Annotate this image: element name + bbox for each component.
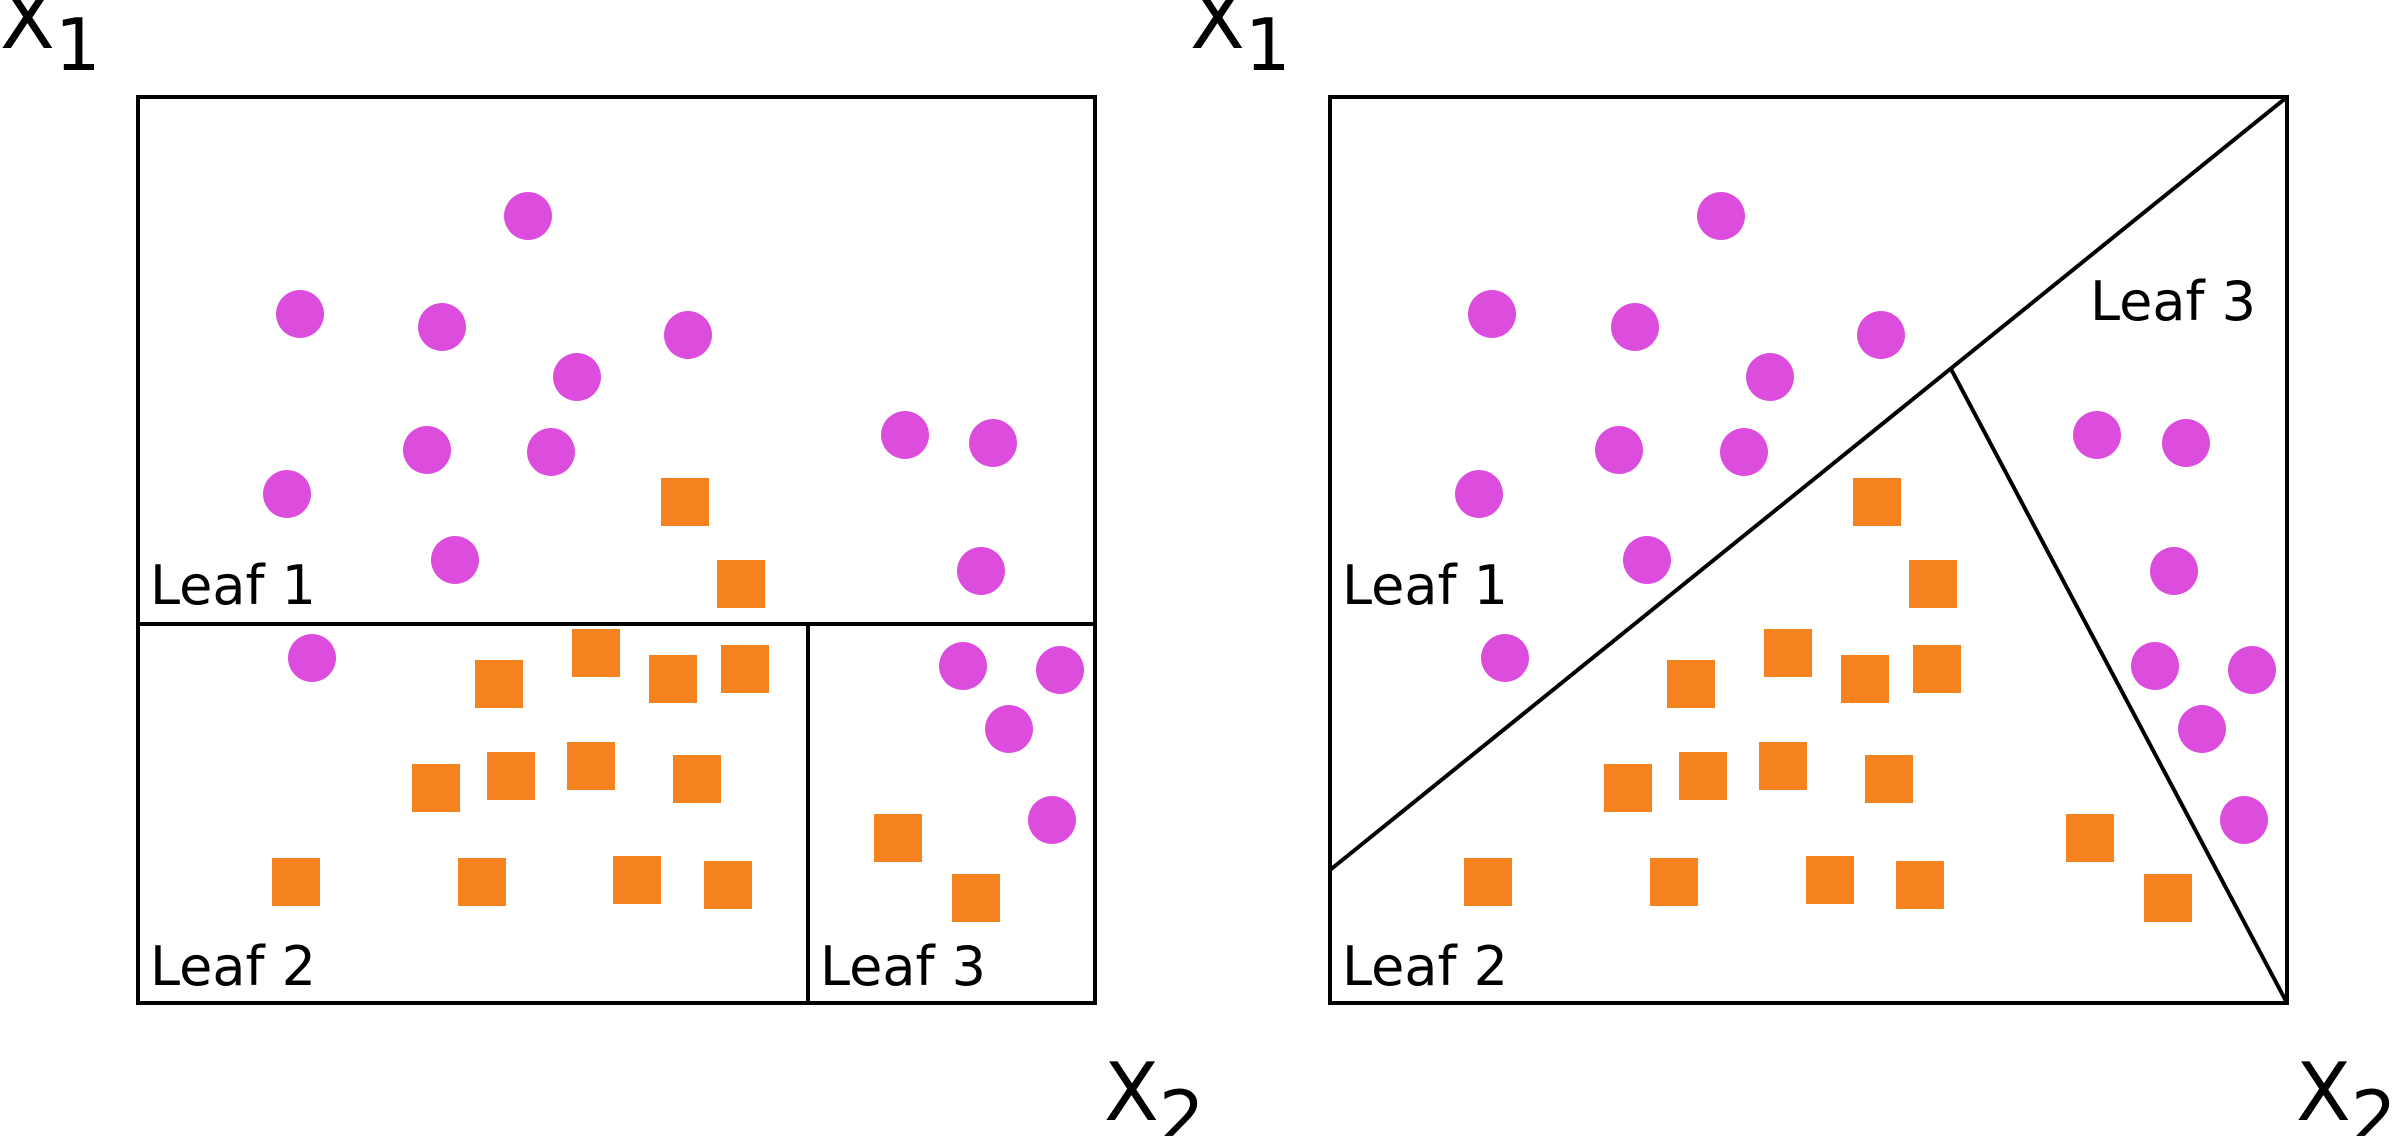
square-marker — [475, 660, 523, 708]
circle-marker — [939, 642, 987, 690]
square-marker — [1896, 861, 1944, 909]
circle-marker — [2220, 796, 2268, 844]
circle-marker — [1468, 290, 1516, 338]
square-marker — [1909, 560, 1957, 608]
square-marker — [458, 858, 506, 906]
circle-marker — [553, 353, 601, 401]
circle-marker — [1455, 470, 1503, 518]
circle-marker — [276, 290, 324, 338]
left-leaf-1-label: Leaf 1 — [150, 554, 316, 617]
circle-marker — [1595, 426, 1643, 474]
square-marker — [1853, 478, 1901, 526]
circle-marker — [2131, 642, 2179, 690]
right-leaf-3-label: Leaf 3 — [2090, 270, 2256, 333]
circle-marker — [985, 705, 1033, 753]
square-marker — [673, 755, 721, 803]
circle-marker — [1720, 428, 1768, 476]
circle-marker — [403, 426, 451, 474]
circle-marker — [2073, 411, 2121, 459]
right-secondary-split-line — [1949, 368, 2289, 1004]
square-marker — [2066, 814, 2114, 862]
left-plot-frame — [136, 95, 1097, 1005]
left-square-markers — [272, 478, 1000, 922]
square-marker — [704, 861, 752, 909]
right-x-axis-label: X2 — [2296, 1046, 2397, 1136]
square-marker — [487, 752, 535, 800]
circle-marker — [504, 192, 552, 240]
circle-marker — [431, 536, 479, 584]
square-marker — [1764, 629, 1812, 677]
square-marker — [1913, 645, 1961, 693]
square-marker — [1604, 764, 1652, 812]
square-marker — [1679, 752, 1727, 800]
circle-marker — [2178, 705, 2226, 753]
circle-marker — [1623, 536, 1671, 584]
right-y-axis-label: X1 — [1190, 0, 1291, 87]
circle-marker — [1481, 634, 1529, 682]
circle-marker — [2228, 646, 2276, 694]
square-marker — [1841, 655, 1889, 703]
left-panel-axis-aligned-splits: X1 X2 Leaf 1 Leaf 2 Leaf 3 — [0, 0, 1205, 1136]
square-marker — [661, 478, 709, 526]
circle-marker — [1746, 353, 1794, 401]
circle-marker — [664, 311, 712, 359]
right-square-markers — [1464, 478, 2192, 922]
square-marker — [1865, 755, 1913, 803]
square-marker — [874, 814, 922, 862]
right-diagonal-split-line — [1328, 95, 2289, 872]
circle-marker — [288, 634, 336, 682]
circle-marker — [881, 411, 929, 459]
square-marker — [1650, 858, 1698, 906]
circle-marker — [2150, 547, 2198, 595]
circle-marker — [1611, 303, 1659, 351]
circle-marker — [969, 419, 1017, 467]
right-circle-markers — [1455, 192, 2276, 844]
square-marker — [1464, 858, 1512, 906]
square-marker — [613, 856, 661, 904]
circle-marker — [2162, 419, 2210, 467]
left-x-axis-label: X2 — [1104, 1046, 1205, 1136]
circle-marker — [1697, 192, 1745, 240]
right-plot-frame — [1328, 95, 2289, 1005]
square-marker — [952, 874, 1000, 922]
square-marker — [649, 655, 697, 703]
left-circle-markers — [263, 192, 1084, 844]
circle-marker — [957, 547, 1005, 595]
square-marker — [1759, 742, 1807, 790]
square-marker — [272, 858, 320, 906]
circle-marker — [527, 428, 575, 476]
square-marker — [1667, 660, 1715, 708]
square-marker — [572, 629, 620, 677]
square-marker — [1806, 856, 1854, 904]
circle-marker — [1036, 646, 1084, 694]
circle-marker — [1028, 796, 1076, 844]
square-marker — [721, 645, 769, 693]
circle-marker — [1857, 311, 1905, 359]
square-marker — [717, 560, 765, 608]
square-marker — [567, 742, 615, 790]
left-y-axis-label: X1 — [0, 0, 101, 87]
square-marker — [412, 764, 460, 812]
square-marker — [2144, 874, 2192, 922]
circle-marker — [418, 303, 466, 351]
right-panel-oblique-splits: X1 X2 Leaf 1 Leaf 2 Leaf 3 — [1190, 0, 2397, 1136]
left-leaf-3-label: Leaf 3 — [820, 935, 986, 998]
left-leaf-2-label: Leaf 2 — [150, 935, 316, 998]
right-leaf-2-label: Leaf 2 — [1342, 935, 1508, 998]
right-leaf-1-label: Leaf 1 — [1342, 554, 1508, 617]
circle-marker — [263, 470, 311, 518]
